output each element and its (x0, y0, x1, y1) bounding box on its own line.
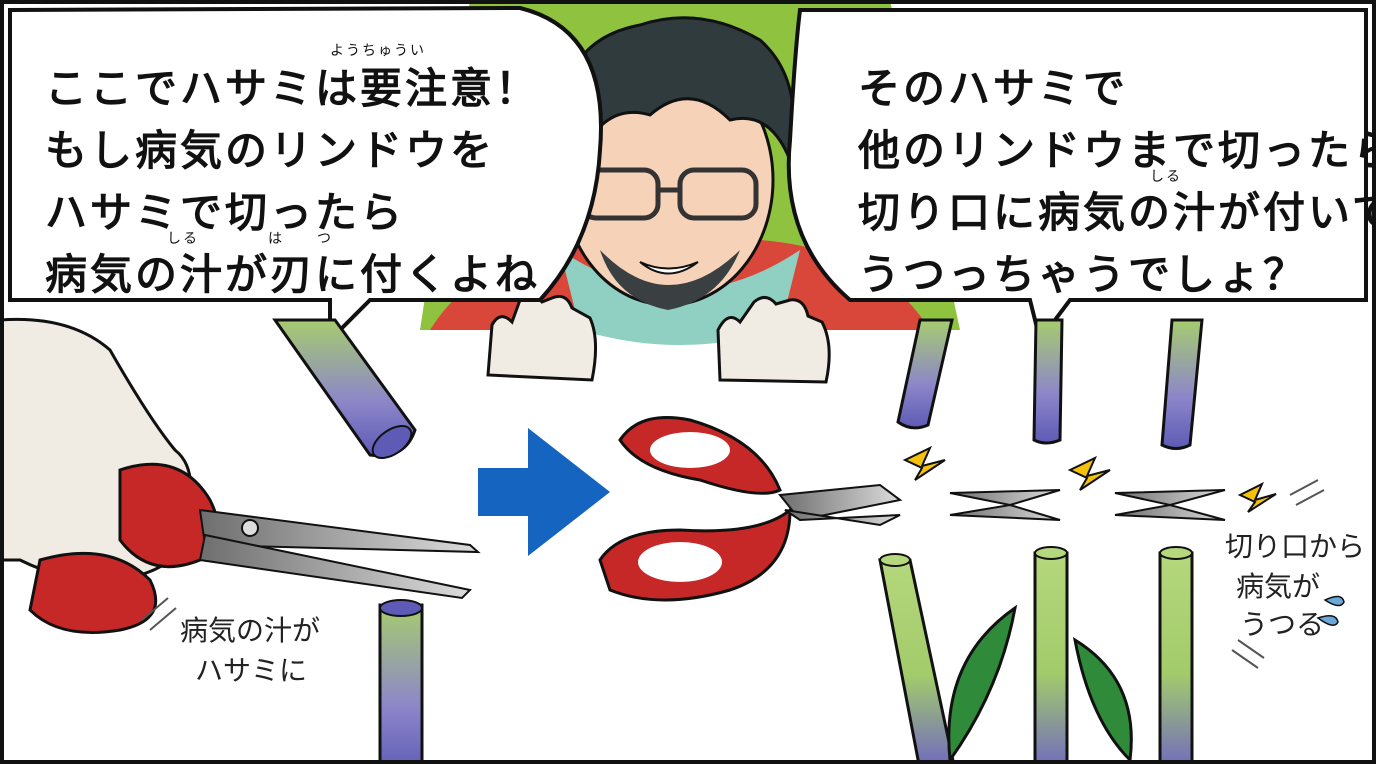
ruby-tsu: つ (317, 231, 333, 247)
left-bubble-line-1: ここでハサミは要注意！ (45, 64, 541, 113)
ruby-shiru-right: しる (1150, 169, 1182, 185)
stem-bottom-left (378, 599, 424, 764)
scissors-note-line-1: 病気の汁が (180, 614, 321, 647)
scissors-left (28, 462, 481, 634)
spread-note-line-1: 切り口から (1225, 530, 1366, 563)
left-bubble-line-4: 病気の汁が刃に付くよね (45, 250, 541, 299)
ruby-youchuui: ようちゅうい (330, 43, 426, 59)
stems-bottom-right (878, 546, 1194, 764)
drop-icons (1316, 595, 1345, 626)
spark-icons (902, 445, 1277, 513)
stems-top-right (896, 318, 1204, 450)
ruby-shiru-left: しる (167, 231, 199, 247)
right-bubble-line-1: そのハサミで (858, 64, 1129, 113)
falling-stem-left (272, 318, 417, 459)
transition-arrow (478, 428, 610, 556)
left-bubble-line-2: もし病気のリンドウを (45, 126, 496, 175)
beard (600, 250, 740, 310)
scissors-note-line-2: ハサミに (195, 654, 308, 687)
right-speech-bubble (786, 8, 1368, 345)
scissor-head-2 (1114, 489, 1226, 521)
scissors-center (598, 416, 903, 602)
spread-note-line-3: うつる (1240, 608, 1325, 641)
right-bubble-line-2: 他のリンドウまで切ったら (858, 126, 1376, 175)
spread-note-line-2: 病気が (1236, 570, 1321, 603)
right-bubble-line-4: うつっちゃうでしょ？ (858, 250, 1309, 299)
character-hands (486, 294, 831, 384)
right-bubble-line-3: 切り口に病気の汁が付いて (858, 188, 1376, 237)
left-bubble-line-3: ハサミで切ったら (45, 188, 406, 237)
mouth (639, 261, 699, 275)
motion-lines (141, 479, 1325, 669)
left-speech-bubble (8, 5, 603, 345)
ruby-ha: は (268, 231, 284, 247)
leaves (947, 604, 1133, 764)
scissor-head-1 (949, 489, 1061, 521)
